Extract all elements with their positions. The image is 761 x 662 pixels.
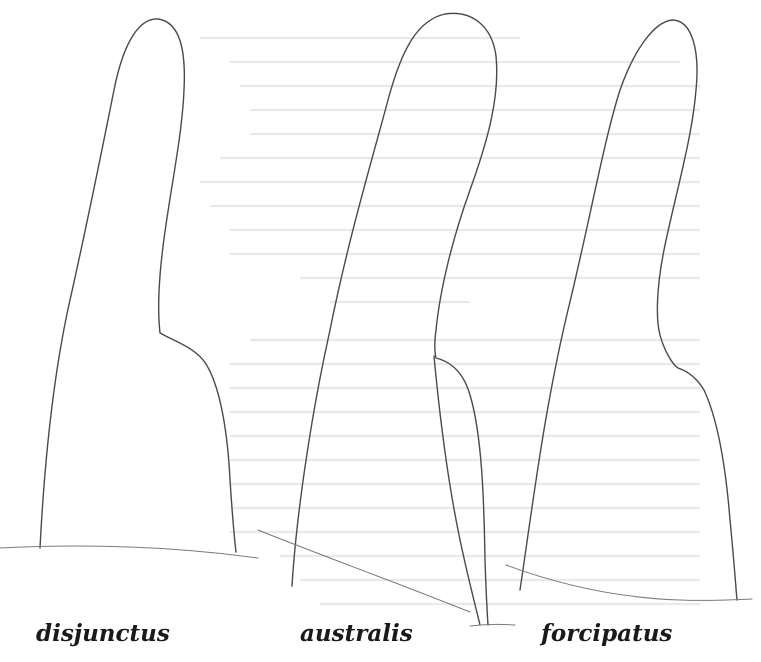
baseline-forcipatus — [506, 565, 752, 600]
caption-forcipatus: forcipatus — [541, 622, 672, 645]
caption-australis: australis — [300, 622, 413, 645]
bleed-through-text — [200, 38, 700, 604]
caption-disjunctus: disjunctus — [36, 622, 170, 645]
outline-disjunctus — [40, 19, 236, 552]
baseline-disjunctus — [0, 546, 258, 558]
outline-australis — [292, 13, 497, 625]
outline-forcipatus — [520, 20, 737, 600]
